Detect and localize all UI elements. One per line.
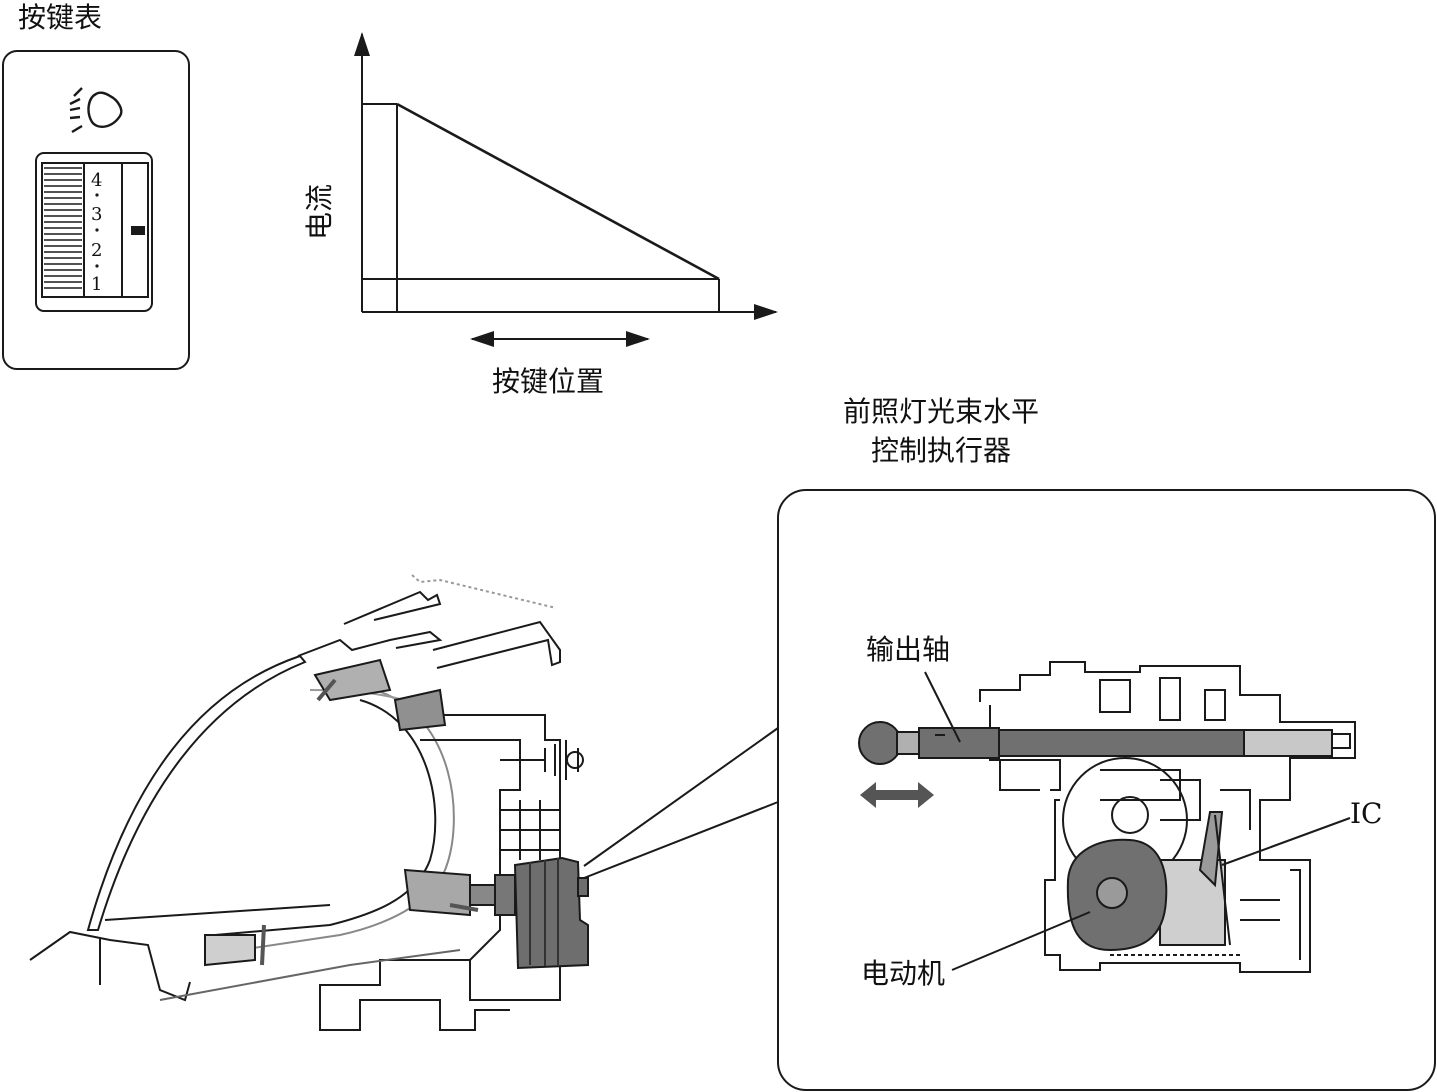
motor-leader — [951, 911, 1091, 971]
current-graph — [354, 32, 778, 347]
output-shaft — [858, 721, 1333, 765]
output-shaft-leader — [924, 671, 961, 743]
current-curve — [396, 102, 720, 281]
dial-switch[interactable] — [35, 152, 153, 312]
leader-lines — [924, 671, 1351, 971]
dial-number-2: 2 — [91, 240, 102, 261]
dial-number-3: 3 — [91, 204, 102, 225]
callout-lines — [583, 727, 779, 879]
switch-panel-title: 按键表 — [18, 1, 103, 34]
actuator-unit-small — [513, 856, 589, 970]
actuator-title-line1: 前照灯光束水平 — [842, 395, 1039, 428]
graph-ylabel: 电流 — [303, 183, 336, 240]
dial-number-1: 1 — [91, 274, 102, 295]
electric-motor — [1066, 838, 1168, 952]
double-arrow-icon — [860, 782, 934, 808]
headlamp-leveling-icon — [69, 87, 123, 134]
ic-leader — [1221, 817, 1351, 866]
dial-number-4: 4 — [91, 170, 102, 191]
graph-xlabel: 按键位置 — [492, 365, 605, 398]
switch-panel — [2, 50, 190, 370]
output-shaft-label: 输出轴 — [866, 633, 951, 666]
headlamp-assembly — [29, 574, 584, 1031]
actuator-title-line2: 控制执行器 — [870, 434, 1011, 467]
ic-label: IC — [1350, 797, 1383, 830]
motor-label: 电动机 — [861, 957, 946, 990]
